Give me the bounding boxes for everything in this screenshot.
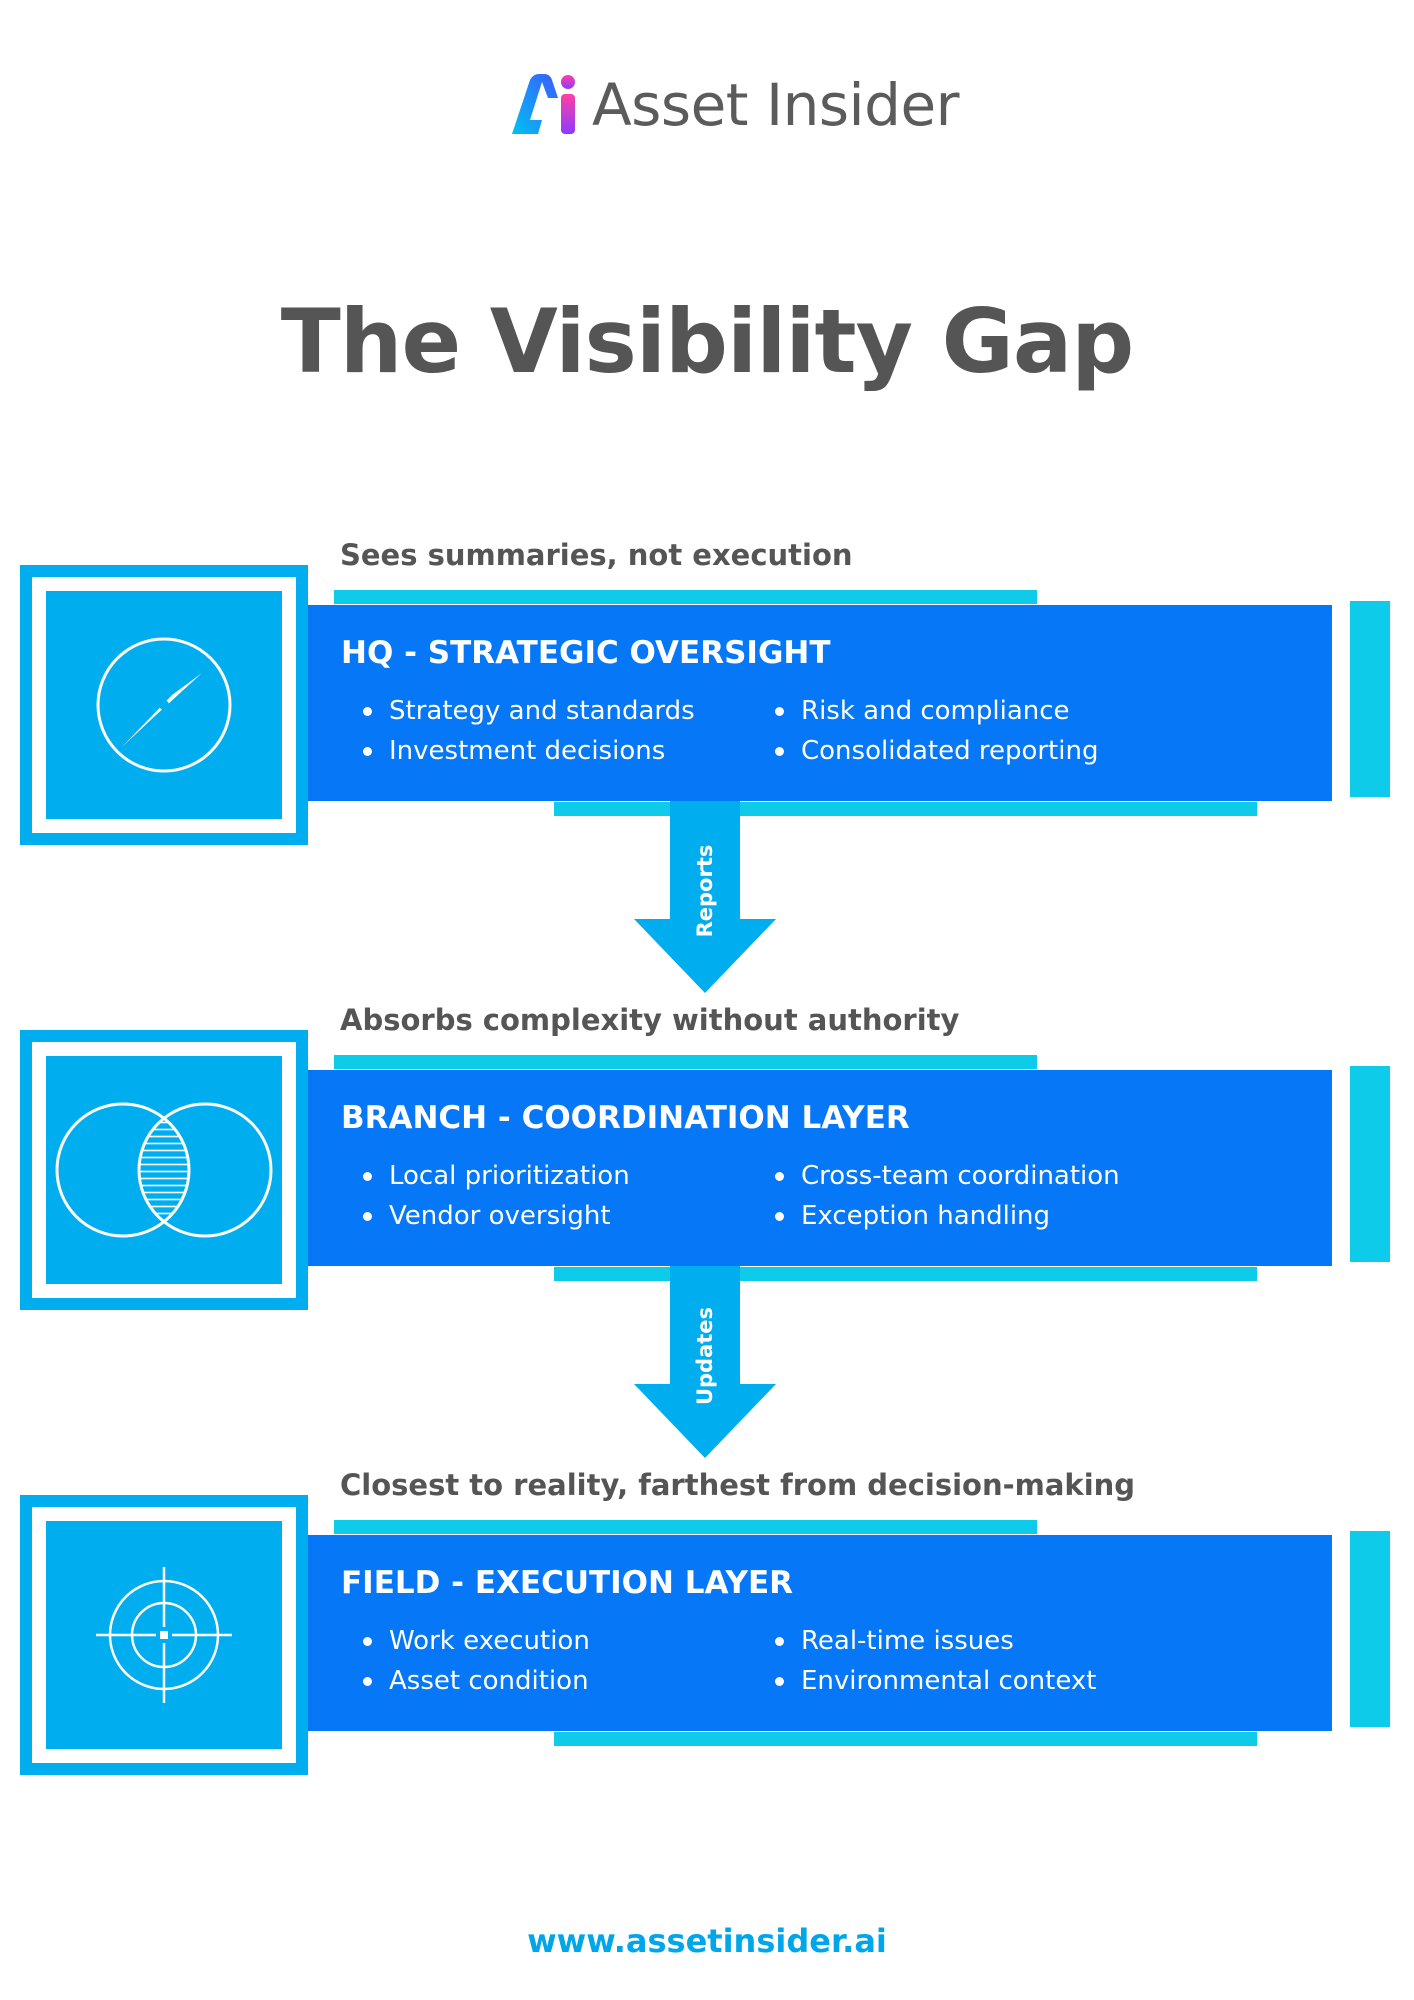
list-item: Investment decisions xyxy=(341,731,695,771)
list-item: Real-time issues xyxy=(753,1621,1096,1661)
accent-bar-bottom-field xyxy=(554,1732,1257,1746)
connector-label-updates: Updates xyxy=(693,1306,717,1406)
brand-name: Asset Insider xyxy=(592,71,960,139)
layer-subtitle-hq: Sees summaries, not execution xyxy=(340,538,853,572)
accent-bar-top-field xyxy=(334,1520,1037,1534)
list-item: Environmental context xyxy=(753,1661,1096,1701)
connector-label-reports: Reports xyxy=(693,844,717,938)
brand-logo: Asset Insider xyxy=(508,71,960,139)
list-item: Asset condition xyxy=(341,1661,590,1701)
layer-list-left-field: Work execution Asset condition xyxy=(341,1621,590,1701)
accent-bar-top-hq xyxy=(334,590,1037,604)
venn-diagram-icon xyxy=(55,1102,273,1238)
page-title: The Visibility Gap xyxy=(280,290,1134,393)
list-item: Consolidated reporting xyxy=(753,731,1098,771)
accent-bar-right-field xyxy=(1350,1531,1390,1727)
list-item: Work execution xyxy=(341,1621,590,1661)
layer-list-right-hq: Risk and compliance Consolidated reporti… xyxy=(753,691,1098,771)
layer-card-hq: HQ - STRATEGIC OVERSIGHT Strategy and st… xyxy=(308,605,1332,801)
list-item: Local prioritization xyxy=(341,1156,630,1196)
asset-insider-logo-icon xyxy=(512,74,575,134)
icon-tile-hq xyxy=(20,565,308,845)
accent-bar-right-branch xyxy=(1350,1066,1390,1262)
accent-bar-right-hq xyxy=(1350,601,1390,797)
list-item: Cross-team coordination xyxy=(753,1156,1120,1196)
layer-card-branch: BRANCH - COORDINATION LAYER Local priori… xyxy=(308,1070,1332,1266)
list-item: Vendor oversight xyxy=(341,1196,630,1236)
list-item: Risk and compliance xyxy=(753,691,1098,731)
list-item: Strategy and standards xyxy=(341,691,695,731)
layer-list-left-branch: Local prioritization Vendor oversight xyxy=(341,1156,630,1236)
layer-heading-branch: BRANCH - COORDINATION LAYER xyxy=(341,1100,910,1136)
layer-list-left-hq: Strategy and standards Investment decisi… xyxy=(341,691,695,771)
layer-list-right-field: Real-time issues Environmental context xyxy=(753,1621,1096,1701)
layer-heading-field: FIELD - EXECUTION LAYER xyxy=(341,1565,794,1601)
icon-tile-branch xyxy=(20,1030,308,1310)
connector-arrow-reports: Reports xyxy=(630,801,780,997)
layer-heading-hq: HQ - STRATEGIC OVERSIGHT xyxy=(341,635,831,671)
compass-icon xyxy=(96,637,232,773)
connector-arrow-updates: Updates xyxy=(630,1266,780,1462)
arrow-down-icon xyxy=(634,801,776,993)
layer-subtitle-field: Closest to reality, farthest from decisi… xyxy=(340,1468,1136,1502)
target-crosshair-icon xyxy=(96,1567,232,1703)
footer-url-link[interactable]: www.assetinsider.ai xyxy=(527,1922,887,1960)
layer-card-field: FIELD - EXECUTION LAYER Work execution A… xyxy=(308,1535,1332,1731)
accent-bar-top-branch xyxy=(334,1055,1037,1069)
layer-list-right-branch: Cross-team coordination Exception handli… xyxy=(753,1156,1120,1236)
icon-tile-field xyxy=(20,1495,308,1775)
arrow-down-icon xyxy=(634,1266,776,1458)
list-item: Exception handling xyxy=(753,1196,1120,1236)
layer-subtitle-branch: Absorbs complexity without authority xyxy=(340,1003,960,1037)
